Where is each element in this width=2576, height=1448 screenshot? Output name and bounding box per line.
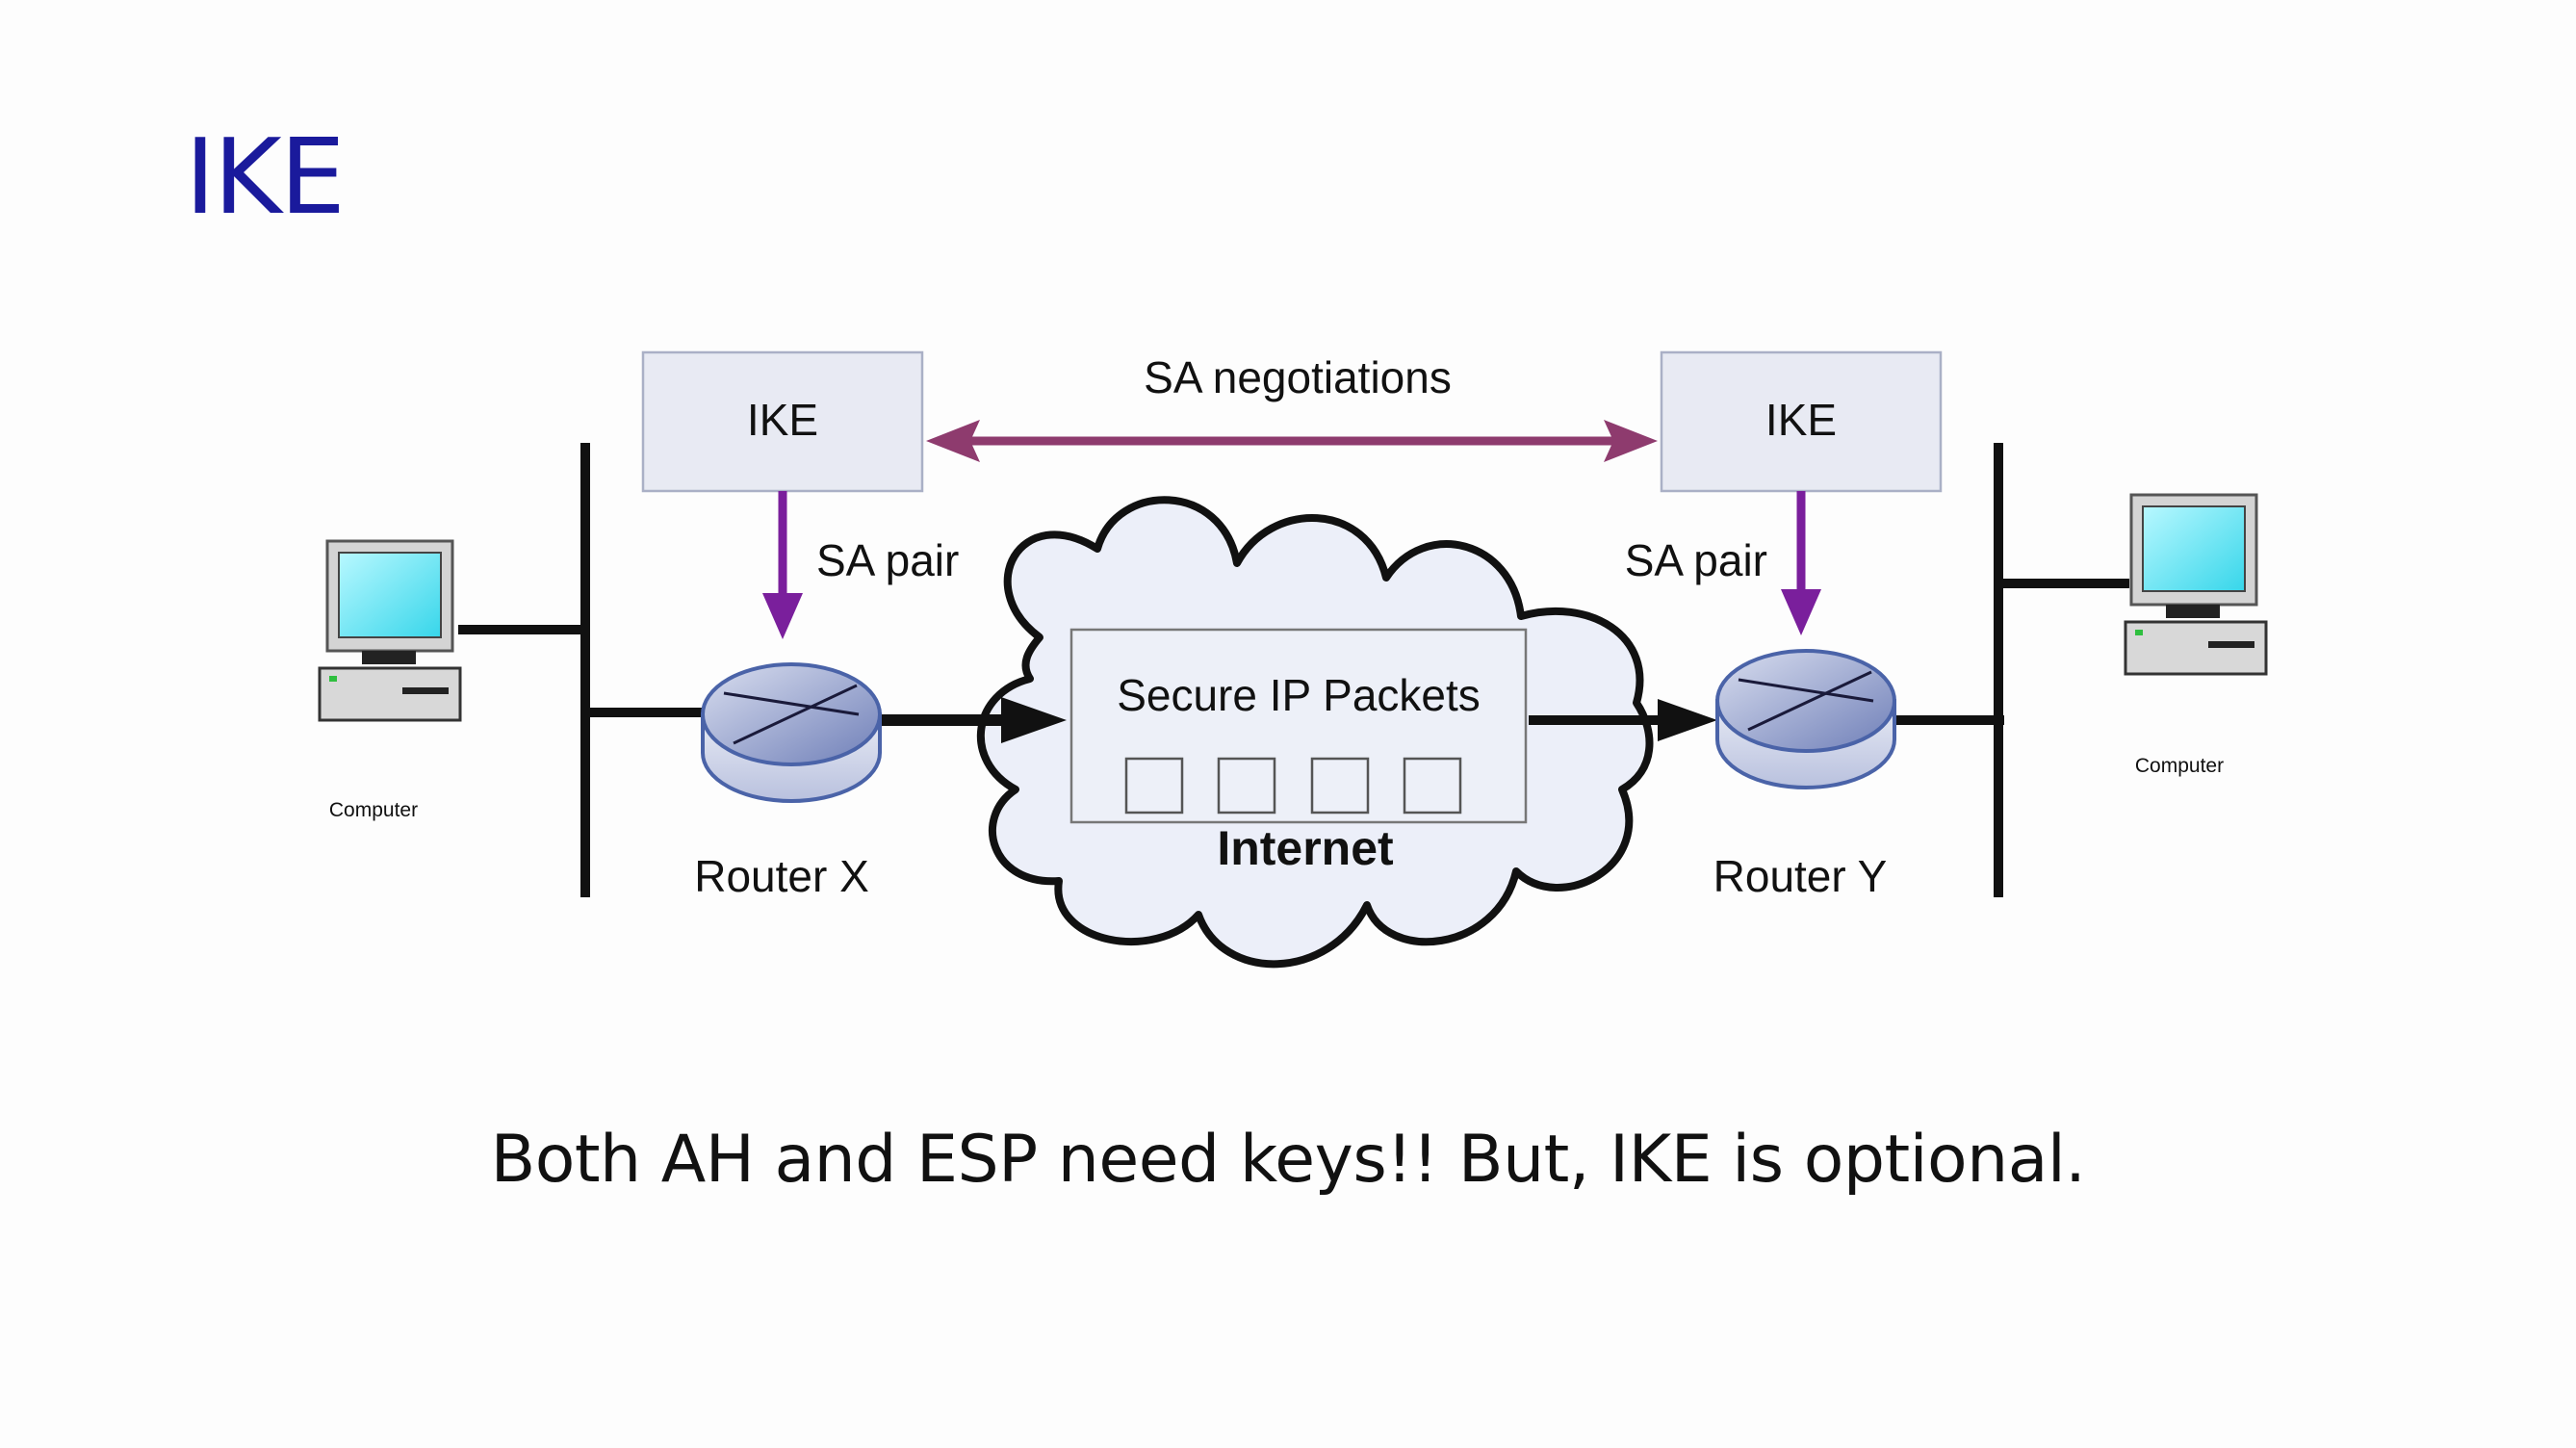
router-y-label: Router Y <box>1713 851 1888 901</box>
sa-pair-right-label: SA pair <box>1625 535 1767 585</box>
ike-left-label: IKE <box>747 395 818 445</box>
router-x-icon <box>701 662 882 803</box>
internet-label: Internet <box>1217 821 1394 875</box>
left-computer-icon <box>318 539 462 722</box>
right-computer-label: Computer <box>2135 755 2224 777</box>
slide-title: IKE <box>185 117 346 238</box>
packet-1 <box>1124 757 1184 814</box>
internet-router-y-arrowhead <box>1658 699 1717 741</box>
router-x-internet-arrowhead <box>1001 697 1067 743</box>
packet-2 <box>1217 757 1276 814</box>
sa-negotiations-arrowhead-left <box>926 420 980 462</box>
sa-pair-right-arrowhead <box>1781 589 1821 635</box>
ike-right-label: IKE <box>1765 395 1837 445</box>
secure-packets-label: Secure IP Packets <box>1117 670 1481 720</box>
router-x-label: Router X <box>694 851 869 901</box>
sa-pair-left-label: SA pair <box>816 535 959 585</box>
sa-negotiations-label: SA negotiations <box>1144 352 1452 402</box>
sa-pair-left-arrowhead <box>762 593 803 639</box>
packet-4 <box>1403 757 1462 814</box>
slide-caption: Both AH and ESP need keys!! But, IKE is … <box>490 1122 2086 1198</box>
sa-negotiations-arrowhead-right <box>1604 420 1658 462</box>
ike-right-box <box>1660 350 1943 493</box>
router-y-icon <box>1715 649 1896 789</box>
packet-3 <box>1310 757 1370 814</box>
left-computer-label: Computer <box>329 799 418 821</box>
right-computer-icon <box>2124 493 2268 676</box>
